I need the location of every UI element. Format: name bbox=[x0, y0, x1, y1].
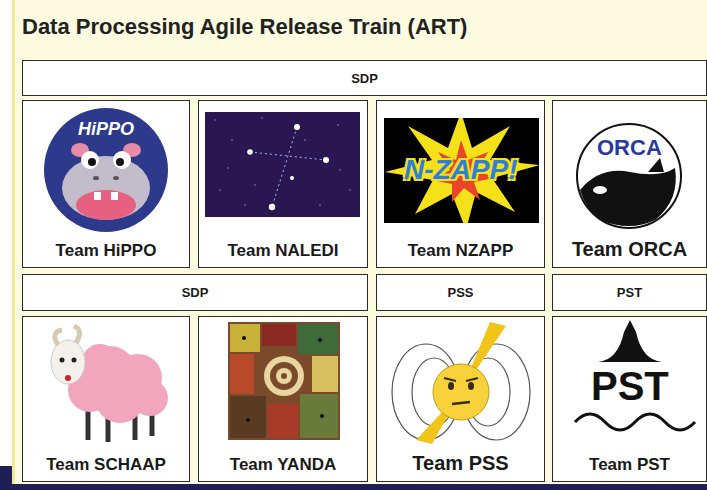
group-name: SDP bbox=[351, 71, 378, 86]
team-name: Team YANDA bbox=[230, 455, 336, 475]
team-name: Team ORCA bbox=[572, 238, 687, 261]
team-box: Team ORCA bbox=[552, 100, 707, 268]
group-name: PST bbox=[617, 285, 642, 300]
group-band: SDP bbox=[22, 274, 368, 311]
group-band: SDP bbox=[22, 60, 707, 96]
patchwork-logo bbox=[228, 322, 340, 440]
team-box: Team NALEDI bbox=[198, 100, 368, 268]
zap-logo bbox=[384, 118, 539, 223]
orca-logo bbox=[577, 124, 681, 228]
bottom-bar bbox=[0, 484, 707, 490]
team-box: Team PSS bbox=[376, 316, 545, 482]
pst-logo bbox=[575, 320, 695, 430]
page-title: Data Processing Agile Release Train (ART… bbox=[22, 14, 467, 40]
logo-text: HiPPO bbox=[78, 120, 134, 138]
team-name: Team NALEDI bbox=[227, 241, 338, 261]
team-name: Team NZAPP bbox=[408, 241, 514, 261]
logo-text: PST bbox=[591, 366, 669, 406]
group-name: PSS bbox=[447, 285, 473, 300]
team-name: Team PSS bbox=[412, 452, 508, 475]
team-box: Team YANDA bbox=[198, 316, 368, 482]
hippo-logo bbox=[44, 108, 168, 232]
group-name: SDP bbox=[182, 285, 209, 300]
pulsar-logo bbox=[392, 322, 530, 444]
team-name: Team SCHAAP bbox=[46, 455, 166, 475]
group-band: PST bbox=[552, 274, 707, 311]
team-name: Team HiPPO bbox=[56, 241, 157, 261]
team-box: Team NZAPP bbox=[376, 100, 545, 268]
group-band: PSS bbox=[376, 274, 545, 311]
constellation-logo bbox=[205, 112, 360, 217]
logo-text: N-ZAPP! bbox=[404, 156, 518, 184]
team-name: Team PST bbox=[589, 455, 670, 475]
logo-text: ORCA bbox=[597, 137, 662, 159]
sheep-logo bbox=[51, 326, 168, 442]
team-box: Team SCHAAP bbox=[22, 316, 190, 482]
